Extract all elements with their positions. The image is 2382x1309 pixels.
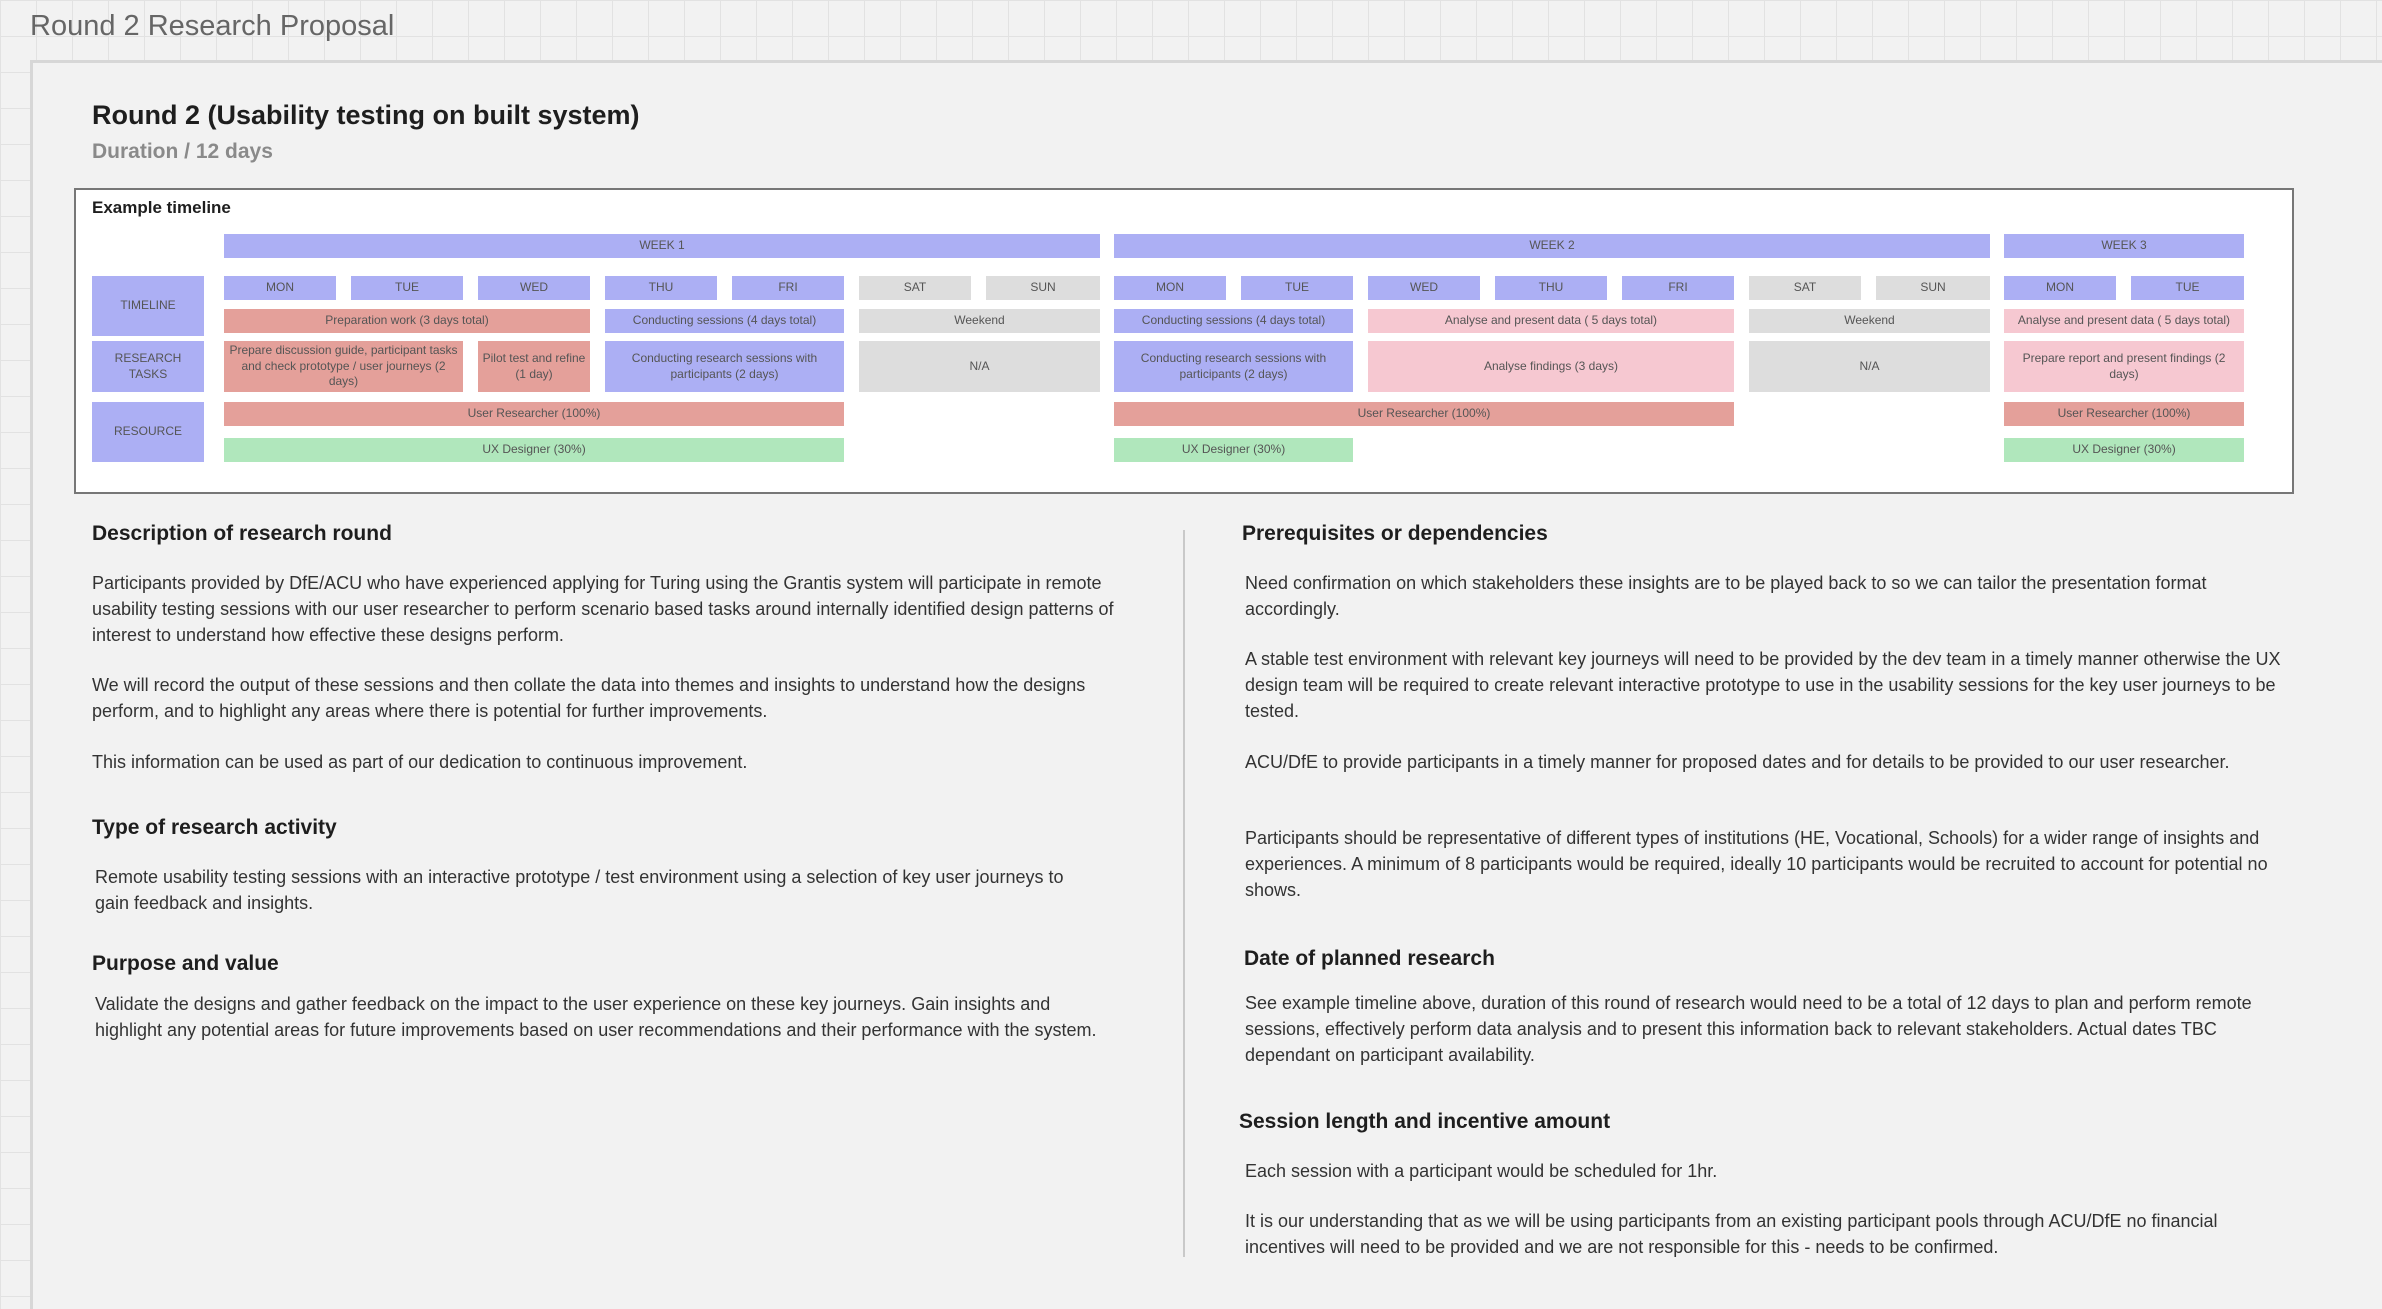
duration-subtitle: Duration / 12 days [92,140,273,163]
task-block: Prepare report and present findings (2 d… [2004,341,2244,392]
description-paragraph: We will record the output of these sessi… [92,675,1086,721]
task-block: Analyse findings (3 days) [1368,341,1734,392]
day-header: TUE [1241,276,1353,300]
week-header-1: WEEK 1 [224,234,1100,258]
day-header: SAT [1749,276,1861,300]
task-block: N/A [1749,341,1990,392]
prerequisites-paragraph: Participants should be representative of… [1245,828,2268,900]
task-block: Pilot test and refine (1 day) [478,341,590,392]
task-block: Prepare discussion guide, participant ta… [224,341,463,392]
phase-bar: Conducting sessions (4 days total) [1114,309,1353,333]
prerequisites-paragraph: ACU/DfE to provide participants in a tim… [1245,752,2230,772]
day-header: TUE [2131,276,2244,300]
purpose-heading: Purpose and value [92,952,279,975]
row-label-research-tasks: RESEARCH TASKS [92,341,204,392]
prerequisites-paragraph: Need confirmation on which stakeholders … [1245,573,2207,619]
description-heading: Description of research round [92,522,392,545]
day-header: THU [605,276,717,300]
week-header-3: WEEK 3 [2004,234,2244,258]
resource-bar-designer: UX Designer (30%) [2004,438,2244,462]
day-header: MON [2004,276,2116,300]
resource-bar-researcher: User Researcher (100%) [224,402,844,426]
research-type-heading: Type of research activity [92,816,337,839]
row-label-timeline: TIMELINE [92,276,204,336]
resource-bar-researcher: User Researcher (100%) [1114,402,1734,426]
research-type-text: Remote usability testing sessions with a… [95,867,1064,913]
page-title: Round 2 (Usability testing on built syst… [92,100,640,130]
description-paragraph: Participants provided by DfE/ACU who hav… [92,573,1114,645]
session-length-paragraph: Each session with a participant would be… [1245,1161,1718,1181]
task-block: Conducting research sessions with partic… [1114,341,1353,392]
day-header: SUN [986,276,1100,300]
phase-bar: Preparation work (3 days total) [224,309,590,333]
day-header: THU [1495,276,1607,300]
prerequisites-paragraph: A stable test environment with relevant … [1245,649,2281,721]
task-block: N/A [859,341,1100,392]
phase-bar: Analyse and present data ( 5 days total) [1368,309,1734,333]
session-length-heading: Session length and incentive amount [1239,1110,1611,1133]
day-header: SUN [1876,276,1990,300]
row-label-resource: RESOURCE [92,402,204,462]
day-header: WED [478,276,590,300]
description-paragraph: This information can be used as part of … [92,752,748,772]
column-divider [1183,530,1185,1257]
day-header: MON [224,276,336,300]
timeline-title: Example timeline [92,198,231,217]
day-header: FRI [732,276,844,300]
purpose-text: Validate the designs and gather feedback… [95,994,1097,1040]
day-header: SAT [859,276,971,300]
day-header: WED [1368,276,1480,300]
resource-bar-designer: UX Designer (30%) [1114,438,1353,462]
day-header: TUE [351,276,463,300]
day-header: FRI [1622,276,1734,300]
task-block: Conducting research sessions with partic… [605,341,844,392]
resource-bar-researcher: User Researcher (100%) [2004,402,2244,426]
session-length-paragraph: It is our understanding that as we will … [1245,1211,2218,1257]
resource-bar-designer: UX Designer (30%) [224,438,844,462]
planned-date-heading: Date of planned research [1244,947,1495,970]
phase-bar: Conducting sessions (4 days total) [605,309,844,333]
phase-bar: Analyse and present data ( 5 days total) [2004,309,2244,333]
week-header-2: WEEK 2 [1114,234,1990,258]
example-timeline[interactable]: Example timeline TIMELINE RESEARCH TASKS… [74,188,2294,494]
planned-date-text: See example timeline above, duration of … [1245,993,2252,1065]
frame-title[interactable]: Round 2 Research Proposal [30,10,395,42]
phase-bar: Weekend [1749,309,1990,333]
phase-bar: Weekend [859,309,1100,333]
prerequisites-heading: Prerequisites or dependencies [1242,522,1548,545]
day-header: MON [1114,276,1226,300]
